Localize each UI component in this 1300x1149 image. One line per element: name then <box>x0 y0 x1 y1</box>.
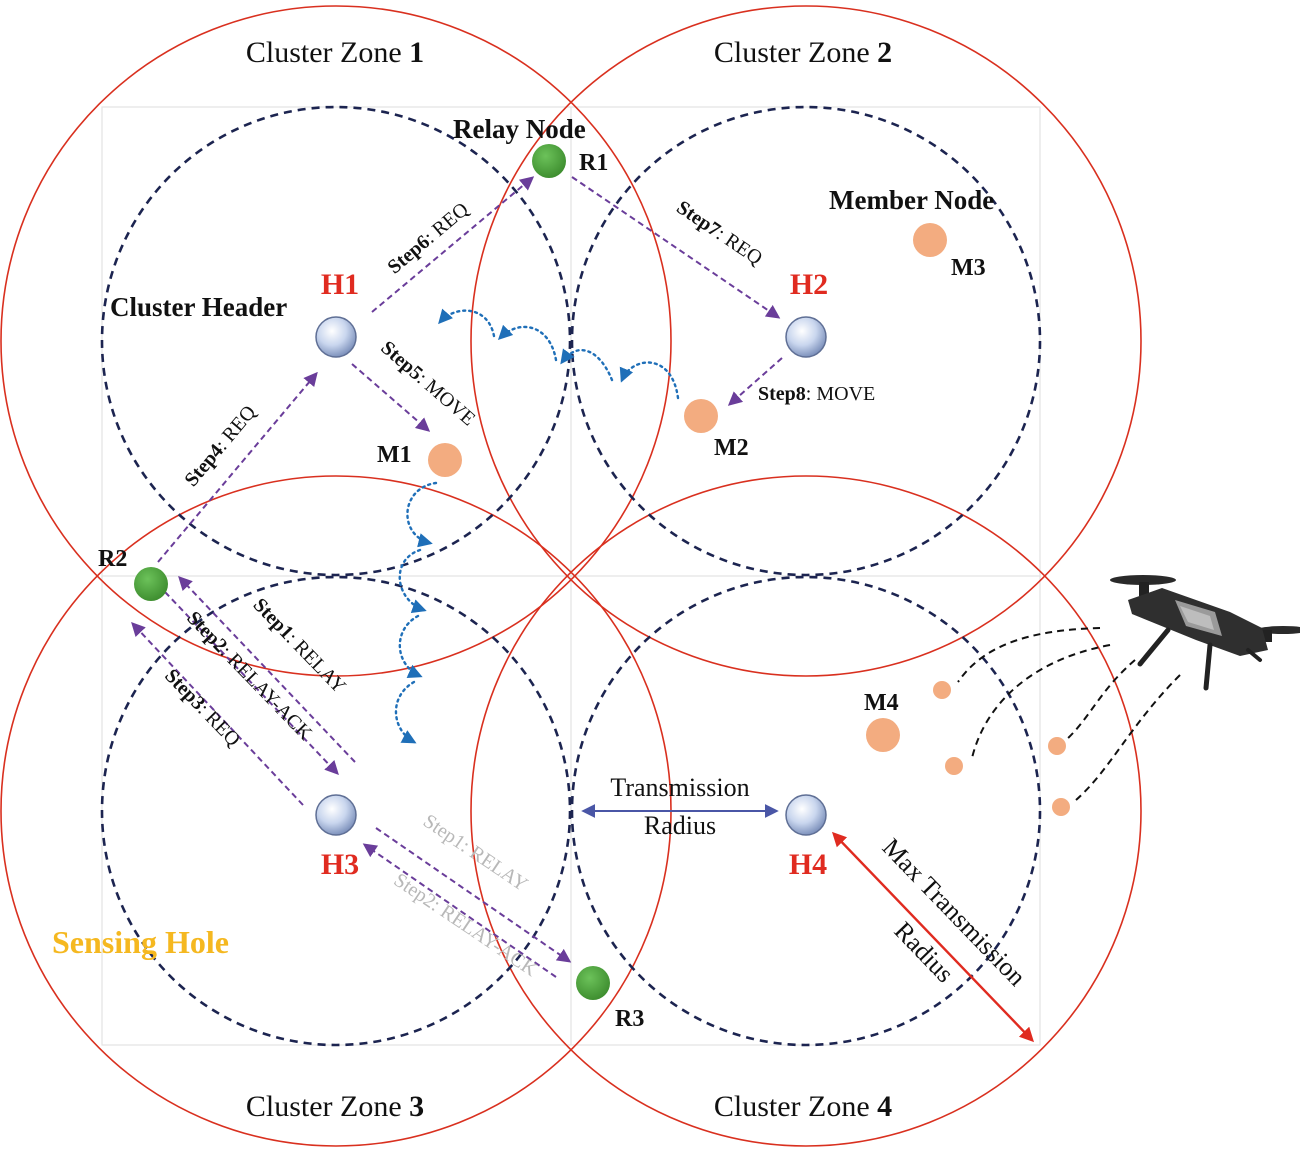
member-node-drop-1 <box>933 681 951 699</box>
arrow-step6 <box>371 176 535 313</box>
move-arrow-c <box>497 324 558 362</box>
arrow-step8 <box>727 357 783 406</box>
member-node-drop-3 <box>1048 737 1066 755</box>
drone-deploy-paths <box>957 627 1181 801</box>
arrow-step3 <box>131 621 304 806</box>
move-arrow-h <box>394 680 417 744</box>
relay-label-r1: R1 <box>579 150 608 176</box>
arrow-step4 <box>157 371 318 563</box>
cluster-circle-2 <box>570 105 1042 577</box>
member-node-m1 <box>428 443 462 477</box>
move-arrow-g <box>398 614 423 678</box>
member-label-m2: M2 <box>714 435 749 461</box>
header-node-h3 <box>315 794 357 836</box>
member-label-m3: M3 <box>951 255 986 281</box>
max-transmission-radius-arrow <box>832 831 1034 1043</box>
head-label-h4: H4 <box>789 848 827 881</box>
header-node-h2 <box>785 316 827 358</box>
head-label-h2: H2 <box>790 268 828 301</box>
step3-label: Step3: REQ <box>160 665 245 751</box>
cluster-header-nodes <box>315 316 827 836</box>
member-node-title: Member Node <box>829 185 994 215</box>
cluster-circle-1 <box>100 105 572 577</box>
cluster-circle-3 <box>100 575 572 1047</box>
member-node-drop-4 <box>1052 798 1070 816</box>
step1-gray-label: Step1: RELAY <box>419 810 532 896</box>
sensing-hole-label: Sensing Hole <box>52 924 229 960</box>
drone-icon <box>1110 575 1300 691</box>
arrow-step5 <box>351 363 431 432</box>
member-node-m4 <box>866 718 900 752</box>
head-label-h1: H1 <box>321 268 359 301</box>
member-label-m1: M1 <box>377 442 412 468</box>
zone-label-1: Cluster Zone 1 <box>246 36 424 69</box>
arrow-step7 <box>571 176 781 319</box>
step4-label: Step4: REQ <box>180 401 260 491</box>
relay-node-title: Relay Node <box>453 114 586 144</box>
zone-label-3: Cluster Zone 3 <box>246 1090 424 1123</box>
head-label-h3: H3 <box>321 848 359 881</box>
zone-circle-2 <box>470 5 1142 677</box>
cluster-range-circles <box>100 105 1042 1047</box>
arrow-step2-gray <box>362 843 557 978</box>
transmission-radius-label-2: Radius <box>644 811 716 840</box>
step5-label: Step5: MOVE <box>376 337 479 431</box>
member-node-m2 <box>684 399 718 433</box>
zone-circle-4 <box>470 475 1142 1147</box>
cluster-header-title: Cluster Header <box>110 292 287 322</box>
zone-label-2: Cluster Zone 2 <box>714 36 892 69</box>
cluster-circle-4 <box>570 575 1042 1047</box>
member-node-m3 <box>913 223 947 257</box>
move-arrow-e <box>406 481 438 548</box>
arrow-step2 <box>164 591 339 776</box>
relay-label-r3: R3 <box>615 1006 644 1032</box>
step8-label: Step8: MOVE <box>758 383 875 405</box>
move-arrow-b <box>560 348 614 382</box>
relay-node-r1 <box>532 144 566 178</box>
move-arrow-f <box>398 548 427 614</box>
step-arrows <box>131 176 783 978</box>
relay-label-r2: R2 <box>98 546 127 572</box>
zone-circle-1 <box>0 5 672 677</box>
zone-label-4: Cluster Zone 4 <box>714 1090 892 1123</box>
relay-node-r2 <box>134 567 168 601</box>
header-node-h1 <box>315 316 357 358</box>
move-arrow-a <box>619 361 680 400</box>
movement-arrows <box>394 308 680 744</box>
area-grid <box>101 106 1041 1046</box>
member-node-drop-2 <box>945 757 963 775</box>
arrow-step1-gray <box>375 827 572 963</box>
member-label-m4: M4 <box>864 690 899 716</box>
relay-node-r3 <box>576 966 610 1000</box>
header-node-h4 <box>785 794 827 836</box>
arrow-step1 <box>178 575 356 763</box>
transmission-radius-label: Transmission <box>610 773 749 802</box>
move-arrow-d <box>438 308 496 338</box>
step7-label: Step7: REQ <box>672 196 766 270</box>
